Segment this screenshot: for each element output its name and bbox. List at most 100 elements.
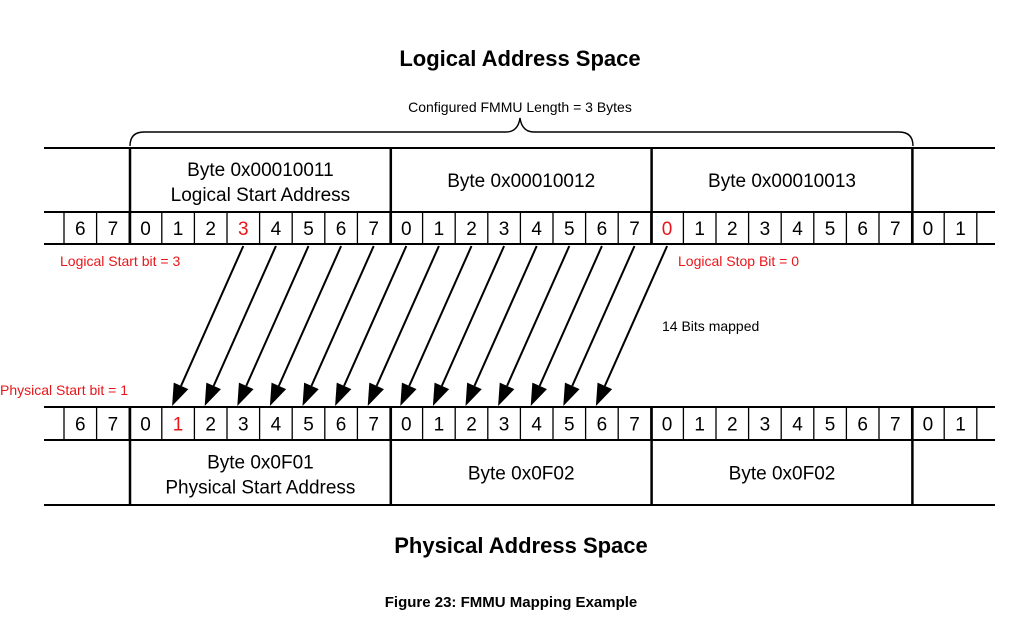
physical-bit-21: 3	[760, 415, 771, 436]
logical-bit-5: 3	[238, 219, 249, 240]
physical-bit-20: 2	[727, 415, 738, 436]
physical-bit-15: 5	[564, 415, 575, 436]
physical-bit-0: 6	[75, 415, 86, 436]
physical-bit-3: 1	[173, 415, 184, 436]
physical-bit-25: 7	[890, 415, 901, 436]
logical-bit-26: 0	[923, 219, 934, 240]
arrow-head-icon	[400, 382, 417, 406]
physical-bit-22: 4	[792, 415, 803, 436]
arrow-head-icon	[498, 382, 515, 406]
physical-bit-27: 1	[955, 415, 966, 436]
physical-bit-26: 0	[923, 415, 934, 436]
physical-byte-0-desc: Physical Start Address	[165, 478, 355, 499]
mapping-arrow-0	[180, 245, 245, 387]
physical-byte-2-address: Byte 0x0F02	[729, 464, 836, 485]
logical-bit-22: 4	[792, 219, 803, 240]
logical-byte-1-address: Byte 0x00010012	[447, 171, 595, 192]
arrow-head-icon	[204, 382, 221, 406]
logical-address-space-title: Logical Address Space	[399, 46, 640, 71]
arrow-head-icon	[530, 382, 547, 406]
logical-byte-0-address: Byte 0x00010011	[187, 160, 334, 181]
physical-bit-23: 5	[825, 415, 836, 436]
physical-bit-12: 2	[466, 415, 477, 436]
physical-bit-5: 3	[238, 415, 249, 436]
mapping-arrows	[172, 245, 669, 406]
physical-bit-14: 4	[531, 415, 542, 436]
logical-bit-24: 6	[857, 219, 868, 240]
bits-mapped-label: 14 Bits mapped	[662, 318, 759, 334]
logical-bit-13: 3	[499, 219, 510, 240]
logical-bit-10: 0	[401, 219, 412, 240]
logical-bit-2: 0	[140, 219, 151, 240]
physical-bit-24: 6	[857, 415, 868, 436]
mapping-arrow-10	[506, 245, 571, 387]
mapping-arrow-6	[375, 245, 440, 387]
physical-bit-16: 6	[597, 415, 608, 436]
fmmu-length-brace	[129, 117, 914, 147]
figure-caption: Figure 23: FMMU Mapping Example	[385, 594, 638, 611]
logical-bit-19: 1	[694, 219, 705, 240]
physical-bit-7: 5	[303, 415, 314, 436]
arrow-head-icon	[269, 382, 287, 406]
physical-bit-9: 7	[368, 415, 379, 436]
mapping-arrow-11	[538, 245, 603, 387]
logical-bit-8: 6	[336, 219, 347, 240]
physical-start-bit-label: Physical Start bit = 1	[0, 382, 128, 398]
logical-bit-1: 7	[108, 219, 119, 240]
physical-bit-8: 6	[336, 415, 347, 436]
logical-bit-23: 5	[825, 219, 836, 240]
mapping-arrow-9	[473, 245, 538, 387]
mapping-arrow-2	[245, 245, 310, 387]
physical-bit-6: 4	[271, 415, 282, 436]
logical-bit-4: 2	[205, 219, 216, 240]
arrow-head-icon	[335, 382, 352, 406]
physical-bit-4: 2	[205, 415, 216, 436]
physical-bit-19: 1	[694, 415, 705, 436]
logical-bit-6: 4	[271, 219, 282, 240]
logical-bit-16: 6	[597, 219, 608, 240]
logical-bit-3: 1	[173, 219, 184, 240]
arrow-head-icon	[172, 382, 189, 406]
physical-bit-11: 1	[434, 415, 445, 436]
logical-bit-18: 0	[662, 219, 673, 240]
mapping-arrow-8	[440, 245, 506, 387]
arrow-head-icon	[432, 382, 450, 406]
logical-bit-27: 1	[955, 219, 966, 240]
logical-bit-12: 2	[466, 219, 477, 240]
physical-bit-2: 0	[140, 415, 151, 436]
physical-bit-17: 7	[629, 415, 640, 436]
logical-bit-0: 6	[75, 219, 86, 240]
arrow-head-icon	[302, 382, 319, 406]
fmmu-length-label: Configured FMMU Length = 3 Bytes	[408, 99, 632, 115]
logical-bit-14: 4	[531, 219, 542, 240]
logical-bit-11: 1	[434, 219, 445, 240]
physical-byte-0-address: Byte 0x0F01	[207, 453, 314, 474]
mapping-arrow-1	[212, 245, 277, 387]
logical-bit-15: 5	[564, 219, 575, 240]
mapping-arrow-5	[343, 245, 408, 387]
arrow-head-icon	[237, 382, 254, 406]
logical-bit-20: 2	[727, 219, 738, 240]
logical-bit-21: 3	[760, 219, 771, 240]
logical-byte-2-address: Byte 0x00010013	[708, 171, 856, 192]
mapping-arrow-13	[603, 245, 669, 387]
mapping-arrow-4	[310, 245, 375, 387]
logical-start-bit-label: Logical Start bit = 3	[60, 253, 180, 269]
logical-bit-9: 7	[368, 219, 379, 240]
physical-byte-1-address: Byte 0x0F02	[468, 464, 575, 485]
physical-bit-10: 0	[401, 415, 412, 436]
physical-address-space-title: Physical Address Space	[394, 533, 648, 558]
mapping-arrow-7	[408, 245, 473, 387]
physical-bit-1: 7	[108, 415, 119, 436]
mapping-arrow-12	[571, 245, 636, 387]
arrow-head-icon	[465, 382, 482, 406]
logical-stop-bit-label: Logical Stop Bit = 0	[678, 253, 799, 269]
logical-byte-0-desc: Logical Start Address	[171, 185, 351, 206]
physical-bit-13: 3	[499, 415, 510, 436]
arrow-head-icon	[367, 382, 384, 406]
mapping-arrow-3	[277, 245, 343, 387]
arrow-head-icon	[595, 382, 613, 406]
